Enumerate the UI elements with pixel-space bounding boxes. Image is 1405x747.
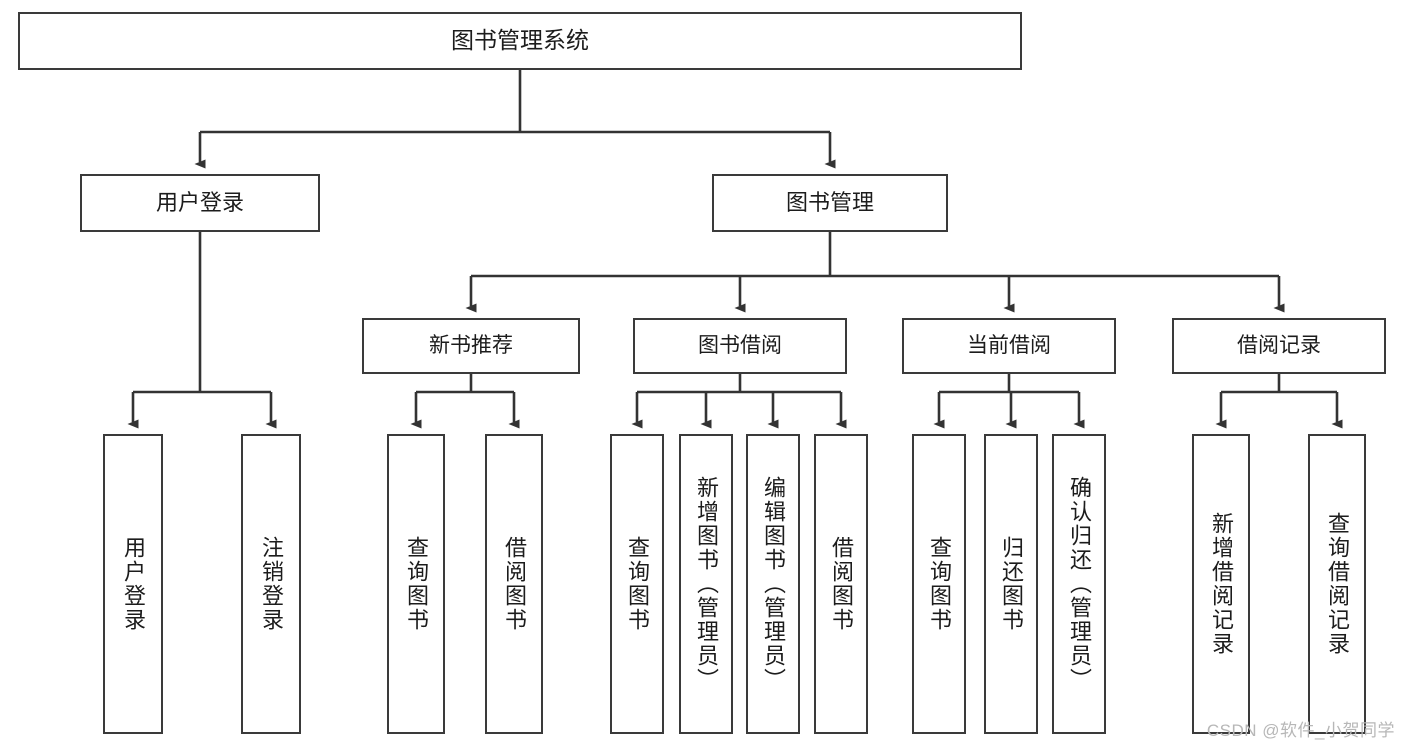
node-label: 图书借阅: [698, 333, 782, 357]
node-book_borrow[interactable]: 图书借阅: [633, 318, 847, 374]
node-new_book_rec[interactable]: 新书推荐: [362, 318, 580, 374]
node-leaf_query_rec[interactable]: 查询借阅记录: [1308, 434, 1366, 734]
node-label: 查询借阅记录: [1325, 512, 1350, 656]
node-label: 编辑图书（管理员）: [761, 476, 786, 692]
node-book_manage[interactable]: 图书管理: [712, 174, 948, 232]
node-leaf_query_1[interactable]: 查询图书: [387, 434, 445, 734]
node-leaf_query_3[interactable]: 查询图书: [912, 434, 966, 734]
node-label: 注销登录: [259, 536, 284, 632]
node-label: 当前借阅: [967, 333, 1051, 357]
node-leaf_logout[interactable]: 注销登录: [241, 434, 301, 734]
node-label: 借阅图书: [829, 536, 854, 632]
node-label: 用户登录: [121, 536, 146, 632]
node-leaf_user_login[interactable]: 用户登录: [103, 434, 163, 734]
node-user_login[interactable]: 用户登录: [80, 174, 320, 232]
node-leaf_return[interactable]: 归还图书: [984, 434, 1038, 734]
node-leaf_edit_book[interactable]: 编辑图书（管理员）: [746, 434, 800, 734]
node-label: 用户登录: [155, 190, 244, 216]
node-borrow_record[interactable]: 借阅记录: [1172, 318, 1386, 374]
node-label: 新增图书（管理员）: [694, 476, 719, 692]
node-label: 图书管理系统: [451, 27, 589, 54]
node-label: 新增借阅记录: [1209, 512, 1234, 656]
node-label: 新书推荐: [429, 333, 513, 357]
node-label: 借阅记录: [1237, 333, 1321, 357]
node-label: 查询图书: [927, 536, 952, 632]
node-label: 归还图书: [999, 536, 1024, 632]
node-leaf_borrow_2[interactable]: 借阅图书: [814, 434, 868, 734]
node-label: 借阅图书: [502, 536, 527, 632]
node-leaf_add_book[interactable]: 新增图书（管理员）: [679, 434, 733, 734]
node-leaf_confirm[interactable]: 确认归还（管理员）: [1052, 434, 1106, 734]
node-label: 确认归还（管理员）: [1067, 476, 1092, 692]
node-label: 查询图书: [625, 536, 650, 632]
node-leaf_borrow_1[interactable]: 借阅图书: [485, 434, 543, 734]
node-label: 图书管理: [785, 190, 874, 216]
node-leaf_query_2[interactable]: 查询图书: [610, 434, 664, 734]
node-label: 查询图书: [404, 536, 429, 632]
node-root[interactable]: 图书管理系统: [18, 12, 1022, 70]
node-leaf_add_rec[interactable]: 新增借阅记录: [1192, 434, 1250, 734]
node-current_borrow[interactable]: 当前借阅: [902, 318, 1116, 374]
watermark-text: CSDN @软件_小贺同学: [1206, 721, 1395, 740]
